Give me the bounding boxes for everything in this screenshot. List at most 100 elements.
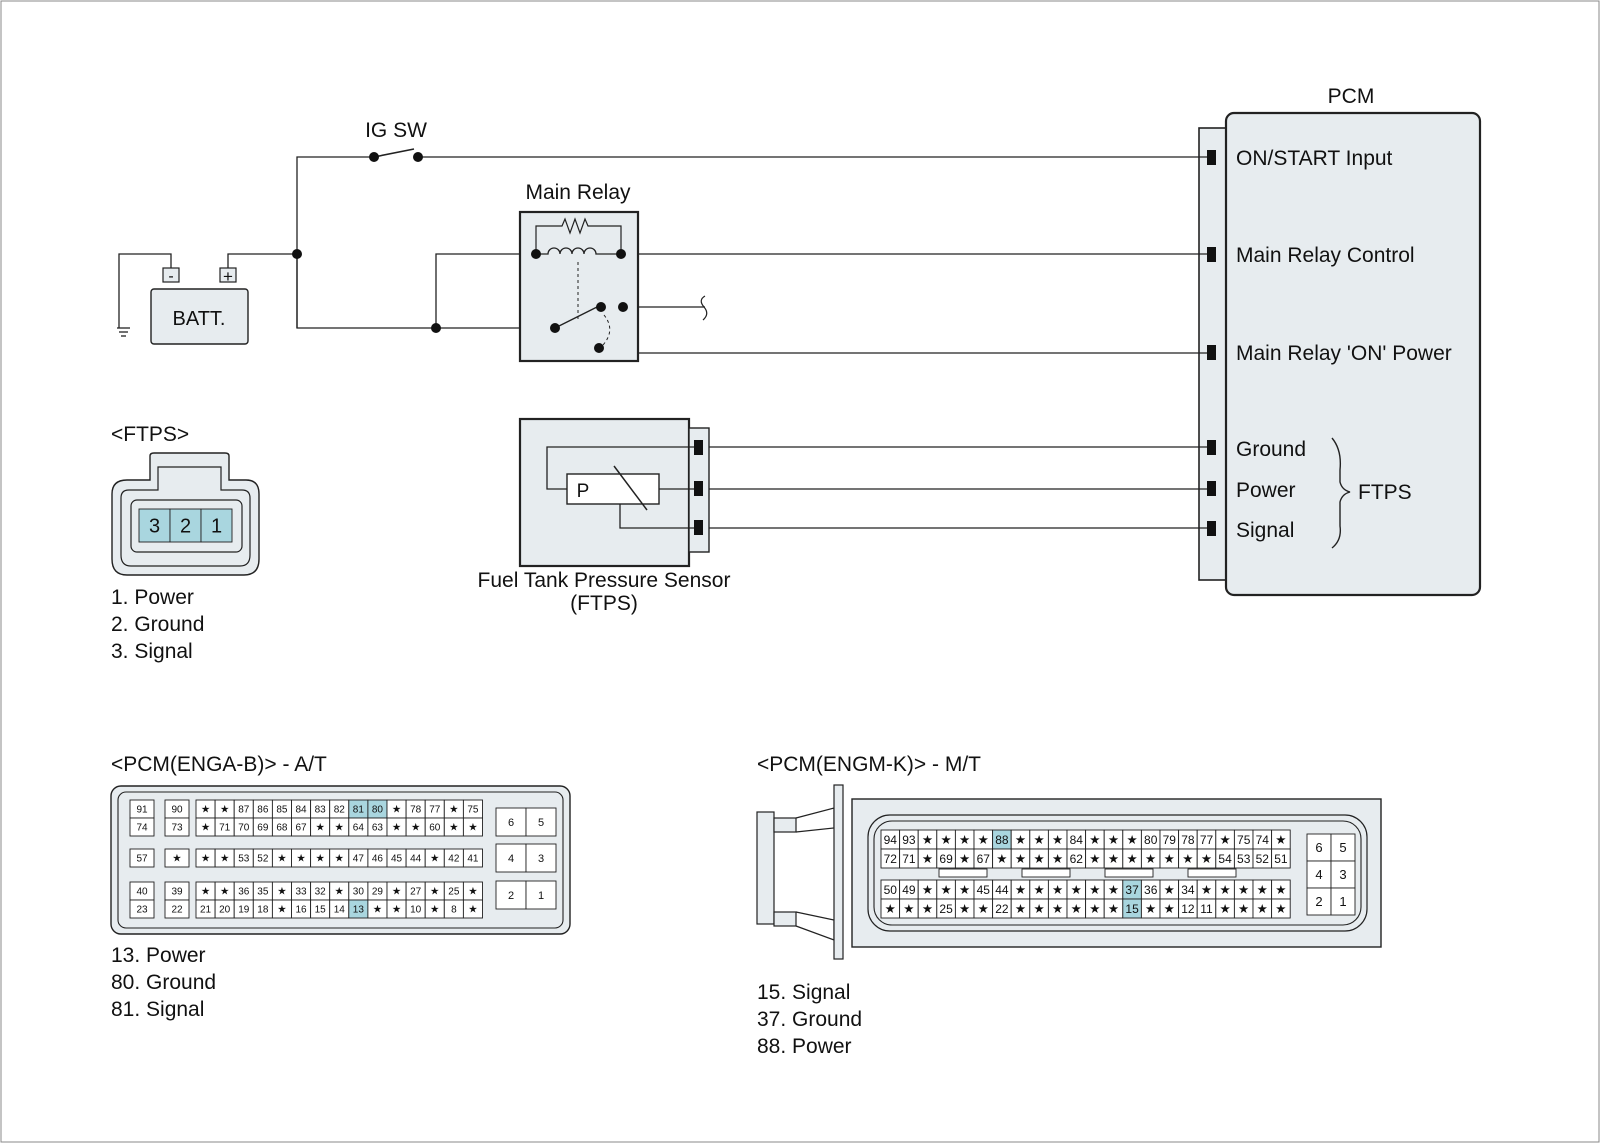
pin-unused-star: ★ [277, 904, 287, 916]
pin-number: 18 [257, 905, 269, 916]
pin-number: 52 [1256, 852, 1270, 866]
pressure-element-label: P [577, 481, 590, 502]
pcm-mt-flange [833, 784, 844, 960]
pin-number: 93 [902, 833, 916, 847]
pcm-label-power: Power [1236, 479, 1296, 502]
pin-cell [1306, 860, 1332, 889]
pin-number: 73 [171, 823, 183, 834]
pcm-pin-relay-control [1207, 247, 1216, 262]
pin-unused-star: ★ [1015, 883, 1026, 897]
pin-number: 1 [538, 890, 544, 902]
ftps-sensor-pin [694, 440, 703, 455]
pin-unused-star: ★ [1219, 883, 1230, 897]
junction-dot [431, 323, 441, 333]
pin-unused-star: ★ [922, 833, 933, 847]
igsw-contact-dot [369, 152, 379, 162]
pin-unused-star: ★ [1219, 833, 1230, 847]
pin-number: 47 [353, 854, 365, 865]
pcm-module [1198, 111, 1482, 597]
pin-number: 69 [257, 823, 269, 834]
pin-unused-star: ★ [1015, 902, 1026, 916]
pin-number: 75 [1237, 833, 1251, 847]
pin-cell [1271, 848, 1291, 869]
wire-feed-relay [296, 254, 555, 329]
pin-group-key [1021, 868, 1071, 878]
pin-cell [495, 880, 527, 910]
pin-number: 2 [508, 890, 514, 902]
pin-cell [129, 817, 155, 837]
pin-number: 23 [136, 905, 148, 916]
pin-unused-star: ★ [315, 822, 325, 834]
pin-number: 39 [171, 887, 183, 898]
pin-unused-star: ★ [335, 853, 345, 865]
pin-unused-star: ★ [885, 902, 896, 916]
pin-number: 19 [238, 905, 250, 916]
pin-number: 44 [995, 883, 1009, 897]
pin-unused-star: ★ [296, 853, 306, 865]
pin-cell [495, 843, 527, 873]
pin-unused-star: ★ [1164, 883, 1175, 897]
pin-number: 1 [211, 516, 222, 538]
pin-number: 37 [1125, 883, 1139, 897]
pin-number: 6 [508, 817, 514, 829]
pin-number: 35 [257, 887, 269, 898]
pin-number: 62 [1070, 852, 1084, 866]
pin-number: 68 [276, 823, 288, 834]
pin-cell [1306, 887, 1332, 916]
pcm-label-ground: Ground [1236, 438, 1306, 461]
pin-number: 63 [372, 823, 384, 834]
pcm-pin-relay-on-power [1207, 345, 1216, 360]
pin-unused-star: ★ [1108, 902, 1119, 916]
pin-number: 67 [295, 823, 307, 834]
pin-unused-star: ★ [468, 904, 478, 916]
pin-number: 11 [1200, 902, 1213, 916]
pin-unused-star: ★ [1071, 902, 1082, 916]
pin-number: 72 [884, 852, 898, 866]
pin-cell [462, 817, 483, 837]
pin-unused-star: ★ [922, 902, 933, 916]
pin-unused-star: ★ [959, 883, 970, 897]
pin-unused-star: ★ [959, 902, 970, 916]
pin-unused-star: ★ [1108, 883, 1119, 897]
pin-number: 12 [1181, 902, 1195, 916]
ftps-sensor-abbrev: (FTPS) [570, 592, 638, 615]
pin-unused-star: ★ [1089, 902, 1100, 916]
pin-cell [525, 880, 557, 910]
pin-unused-star: ★ [468, 822, 478, 834]
ftps-legend-3: 3. Signal [111, 640, 193, 663]
pin-number: 13 [353, 905, 365, 916]
pin-number: 33 [295, 887, 307, 898]
pin-unused-star: ★ [1052, 902, 1063, 916]
pin-number: 4 [1315, 867, 1322, 882]
pin-number: 30 [353, 887, 365, 898]
pin-number: 52 [257, 854, 269, 865]
relay-terminal-dot [531, 249, 541, 259]
pin-number: 25 [939, 902, 953, 916]
pin-unused-star: ★ [392, 804, 402, 816]
pcm-mt-clip-top [795, 807, 835, 833]
pcm-label-on-start: ON/START Input [1236, 147, 1393, 170]
pin-number: 67 [977, 852, 991, 866]
pin-number: 36 [1144, 883, 1158, 897]
battery: - + BATT. [150, 267, 249, 345]
pcm-mt-connector-inner-1 [867, 814, 1368, 932]
pin-unused-star: ★ [392, 886, 402, 898]
pin-number: 22 [171, 905, 183, 916]
pin-number: 3 [1339, 867, 1346, 882]
ftps-sensor-name: Fuel Tank Pressure Sensor [478, 569, 731, 592]
pin-unused-star: ★ [1052, 833, 1063, 847]
pin-number: 5 [538, 817, 544, 829]
pin-number: 82 [334, 805, 346, 816]
pin-number: 45 [391, 854, 403, 865]
pin-number: 71 [902, 852, 916, 866]
wire-continuation-mark [700, 295, 708, 321]
pin-unused-star: ★ [392, 822, 402, 834]
pin-number: 45 [977, 883, 991, 897]
pin-number: 54 [1218, 852, 1232, 866]
pcm-mt-clip-bottom [795, 911, 835, 941]
